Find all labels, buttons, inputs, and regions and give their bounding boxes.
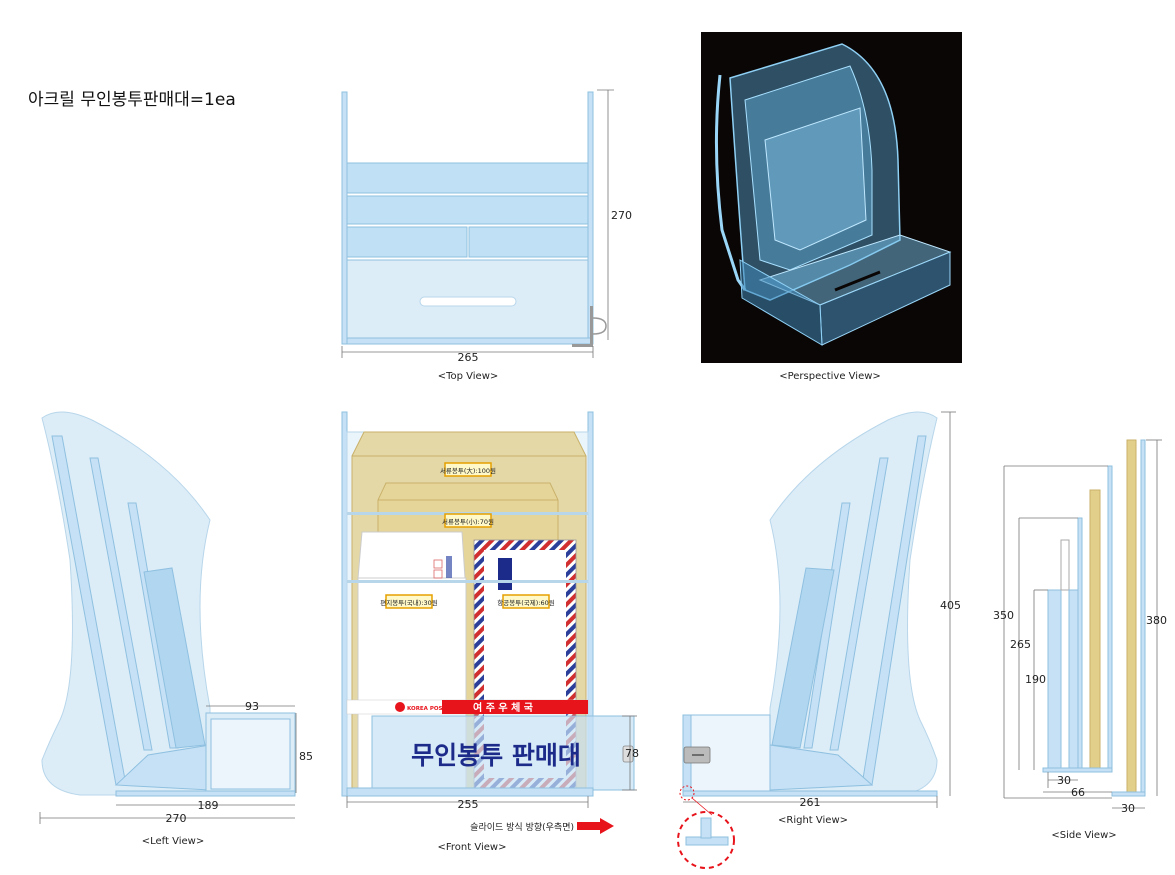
perspective-view — [701, 32, 962, 363]
dim-left-box-width: 93 — [245, 700, 259, 713]
dim-side-66: 66 — [1071, 786, 1085, 799]
dim-left-base: 189 — [198, 799, 219, 812]
label-right-view: <Right View> — [778, 815, 848, 826]
label-top-view: <Top View> — [438, 371, 499, 382]
left-view — [39, 411, 297, 824]
dim-left-total: 270 — [166, 812, 187, 825]
dim-side-190: 190 — [1025, 673, 1046, 686]
dim-front-width: 255 — [458, 798, 479, 811]
label-side-view: <Side View> — [1051, 830, 1116, 841]
dim-top-width: 265 — [458, 351, 479, 364]
top-view — [341, 89, 614, 358]
dim-front-slot: 78 — [625, 747, 639, 760]
dim-side-30b: 30 — [1121, 802, 1135, 815]
label-perspective-view: <Perspective View> — [779, 371, 881, 382]
dim-top-height: 270 — [611, 209, 632, 222]
price-tag-envelope-large: 서류봉투(大):100원 — [440, 466, 496, 475]
dim-side-30a: 30 — [1057, 774, 1071, 787]
price-tag-airmail-envelope: 항공봉투(국제):60원 — [497, 598, 554, 607]
slide-direction-note: 슬라이드 방식 방향(우측면) — [470, 821, 574, 833]
right-view — [677, 411, 956, 869]
front-view — [341, 411, 637, 834]
dim-side-350: 350 — [993, 609, 1014, 622]
dim-left-box-height: 85 — [299, 750, 313, 763]
post-office-name: 여 주 우 체 국 — [473, 701, 533, 714]
dim-side-380: 380 — [1146, 614, 1167, 627]
sign-text: 무인봉투 판매대 — [411, 741, 581, 770]
label-left-view: <Left View> — [142, 836, 204, 847]
dim-right-base: 261 — [800, 796, 821, 809]
dim-side-265: 265 — [1010, 638, 1031, 651]
price-tag-letter-envelope: 편지봉투(국내):30원 — [380, 598, 437, 607]
drawing-title: 아크릴 무인봉투판매대=1ea — [28, 90, 236, 110]
side-view — [1003, 439, 1162, 809]
price-tag-envelope-small: 서류봉투(小):70원 — [442, 517, 494, 526]
dim-right-height: 405 — [940, 599, 961, 612]
post-brand: KOREA POST — [407, 706, 447, 712]
label-front-view: <Front View> — [438, 842, 507, 853]
